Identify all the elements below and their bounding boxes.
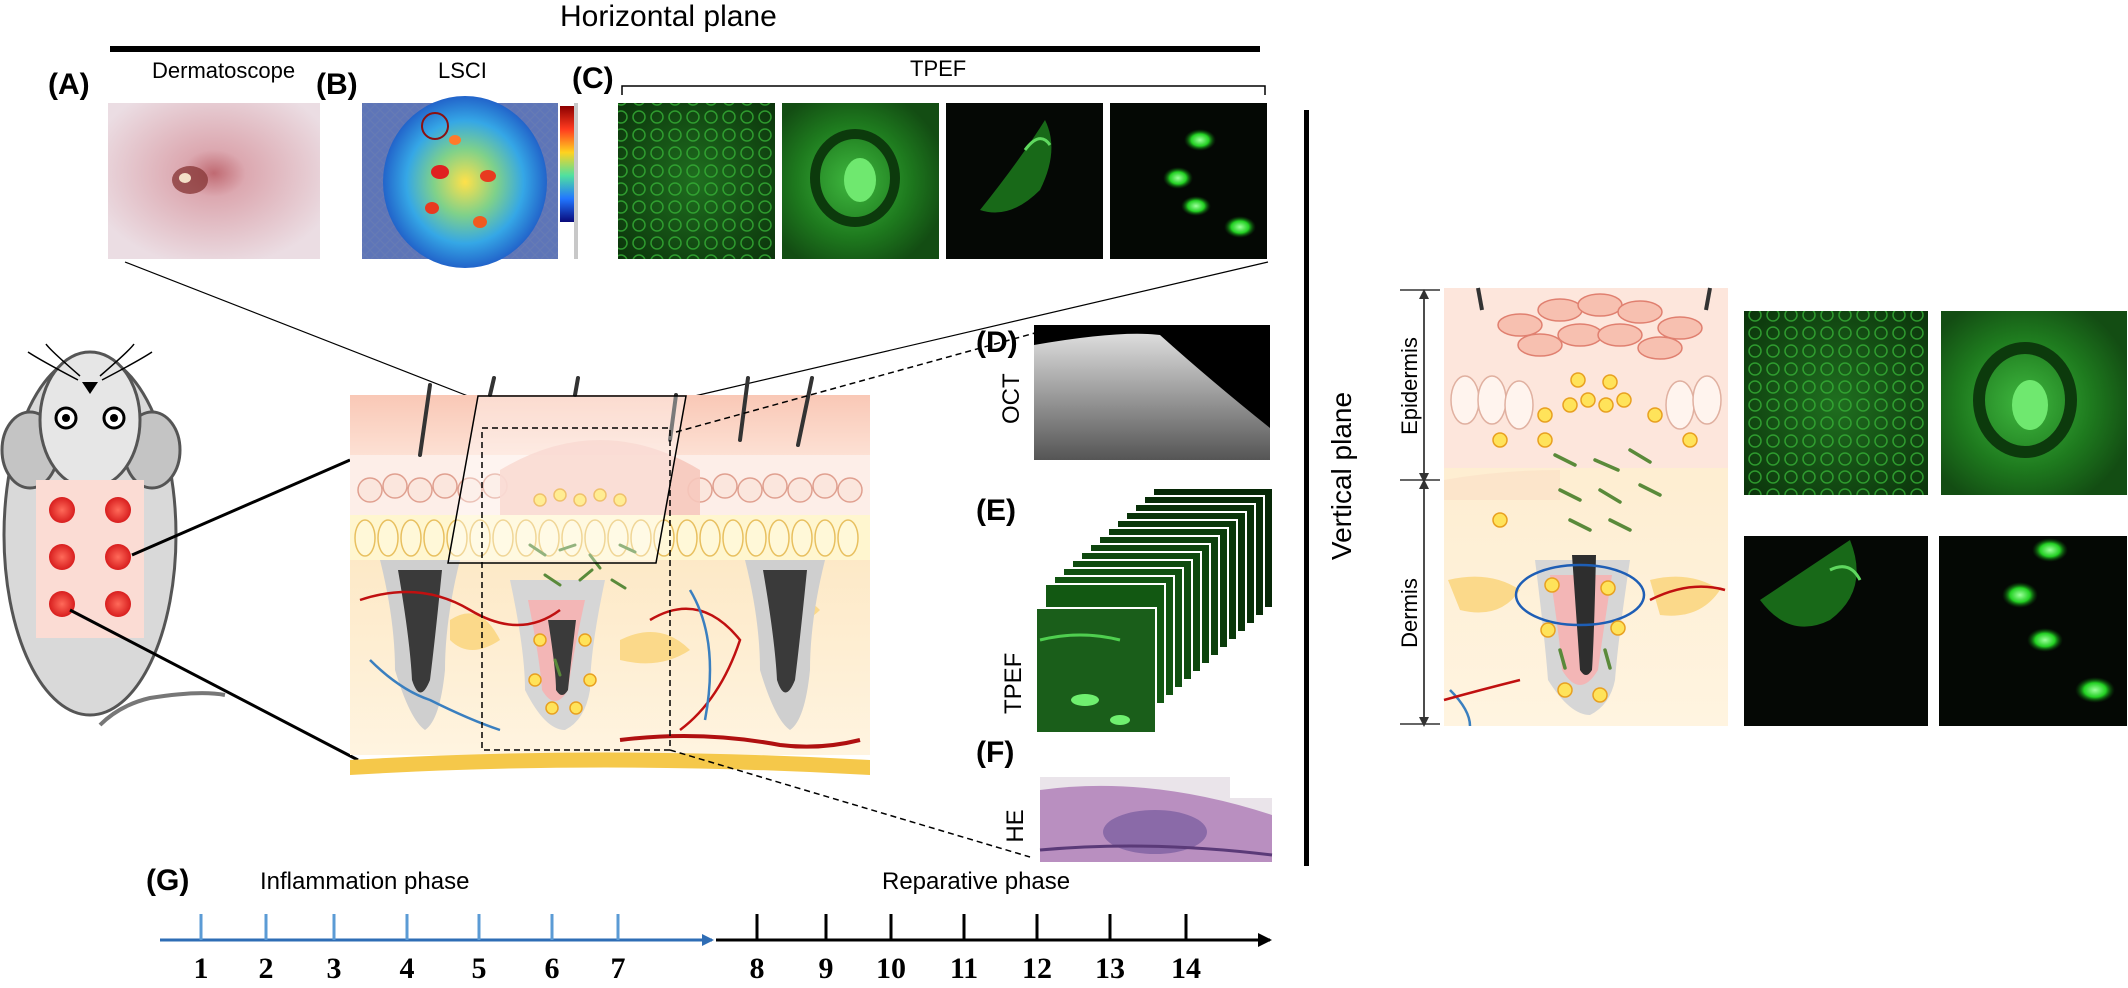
- panel-f-letter: (F): [976, 736, 1015, 769]
- panel-g-letter: (G): [146, 864, 190, 897]
- vertical-plane-title: Vertical plane: [1326, 391, 1357, 561]
- day-label: 6: [544, 952, 560, 985]
- reparative-phase-label: Reparative phase: [882, 868, 1071, 895]
- panel-d-letter: (D): [976, 326, 1018, 359]
- day-label: 3: [326, 952, 342, 985]
- panel-c-letter: (C): [572, 62, 614, 95]
- tpef-image-4: [1110, 103, 1267, 259]
- reparative-ticks: [755, 914, 1188, 940]
- vertical-plane-bar: [1304, 110, 1309, 866]
- day-label: 13: [1095, 952, 1125, 985]
- day-label: 14: [1171, 952, 1201, 985]
- panel-d-modality: OCT: [998, 373, 1025, 424]
- inflammation-ticks: [199, 914, 620, 940]
- day-label: 2: [258, 952, 274, 985]
- vertical-tpef-image-3: [1744, 536, 1928, 726]
- hair-follicle-highlight: [1514, 563, 1646, 627]
- he-image: [1039, 777, 1273, 862]
- day-label: 10: [876, 952, 906, 985]
- lsci-colorbar: [560, 106, 574, 222]
- dermatoscope-image: [108, 103, 320, 259]
- layer-dimension-markers: [1400, 289, 1440, 727]
- mouse-zoom-line-bottom: [69, 608, 359, 762]
- panel-e-modality: TPEF: [1000, 652, 1027, 714]
- day-label: 9: [818, 952, 834, 985]
- epidermis-label: Epidermis: [1397, 337, 1422, 435]
- day-label: 7: [610, 952, 626, 985]
- day-label: 8: [749, 952, 765, 985]
- panel-c-modality: TPEF: [910, 56, 967, 81]
- vertical-tpef-image-2: [1941, 311, 2127, 495]
- dermis-label: Dermis: [1397, 578, 1422, 648]
- mouse-zoom-line-top: [131, 458, 351, 557]
- tpef-image-1: [618, 103, 775, 259]
- day-label: 12: [1022, 952, 1052, 985]
- horizontal-plane-title: Horizontal plane: [560, 0, 777, 33]
- panel-a-modality: Dermatoscope: [152, 58, 296, 83]
- tpef-image-3: [946, 103, 1103, 259]
- projection-line-oct: [675, 332, 1036, 433]
- day-label: 5: [471, 952, 487, 985]
- skin-cross-section: [350, 376, 870, 775]
- projection-line-right: [685, 261, 1269, 399]
- projection-line-left: [124, 261, 469, 397]
- tpef-stack: [1035, 487, 1274, 734]
- horizontal-plane-overlay: [447, 395, 687, 564]
- mouse-illustration: [0, 343, 226, 727]
- timeline: [160, 914, 1272, 947]
- vertical-plane-box: [481, 427, 671, 751]
- vertical-tpef-image-4: [1939, 536, 2127, 726]
- panel-a-letter: (A): [48, 68, 90, 101]
- day-label: 4: [399, 952, 415, 985]
- day-label: 1: [193, 952, 209, 985]
- lsci-image: [362, 96, 578, 268]
- tpef-bracket: [621, 85, 1266, 95]
- panel-f-modality: HE: [1002, 809, 1029, 843]
- oct-image: [1034, 325, 1270, 460]
- vertical-section-illustration: [1443, 287, 1728, 727]
- panel-b-modality: LSCI: [438, 58, 487, 83]
- tpef-image-2: [782, 103, 939, 259]
- inflammation-phase-label: Inflammation phase: [260, 868, 470, 895]
- day-label: 11: [949, 952, 979, 985]
- vertical-tpef-image-1: [1744, 311, 1928, 495]
- panel-e-letter: (E): [976, 494, 1016, 527]
- projection-line-he: [669, 749, 1031, 858]
- panel-b-letter: (B): [316, 68, 358, 101]
- horizontal-plane-bar: [110, 46, 1260, 52]
